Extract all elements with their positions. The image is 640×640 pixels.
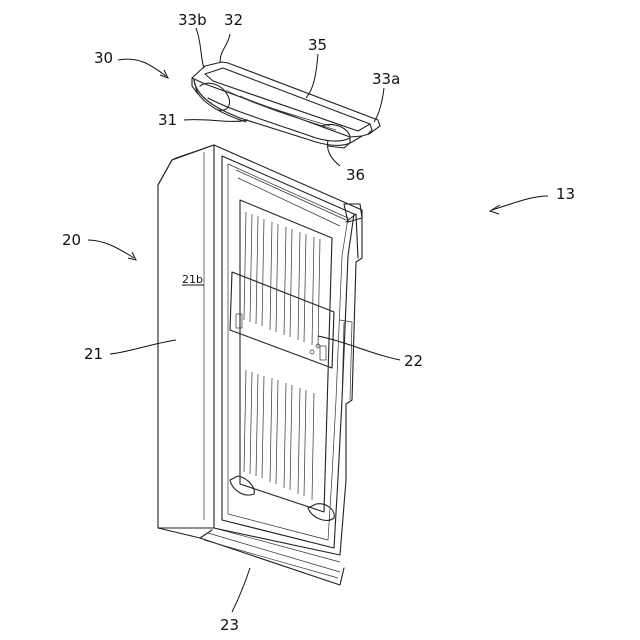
ribs bbox=[244, 212, 320, 500]
label-33b: 33b bbox=[178, 11, 207, 29]
label-32: 32 bbox=[224, 11, 243, 29]
label-36: 36 bbox=[346, 166, 365, 184]
label-22: 22 bbox=[404, 352, 423, 370]
door-body bbox=[158, 145, 362, 585]
label-35: 35 bbox=[308, 36, 327, 54]
label-23: 23 bbox=[220, 616, 239, 634]
label-13: 13 bbox=[556, 185, 575, 203]
label-21b: 21b bbox=[182, 273, 203, 286]
label-30: 30 bbox=[94, 49, 113, 67]
cover-assembly bbox=[192, 62, 380, 148]
leader-lines bbox=[88, 28, 548, 612]
label-33a: 33a bbox=[372, 70, 400, 88]
label-21: 21 bbox=[84, 345, 103, 363]
label-31: 31 bbox=[158, 111, 177, 129]
label-20: 20 bbox=[62, 231, 81, 249]
